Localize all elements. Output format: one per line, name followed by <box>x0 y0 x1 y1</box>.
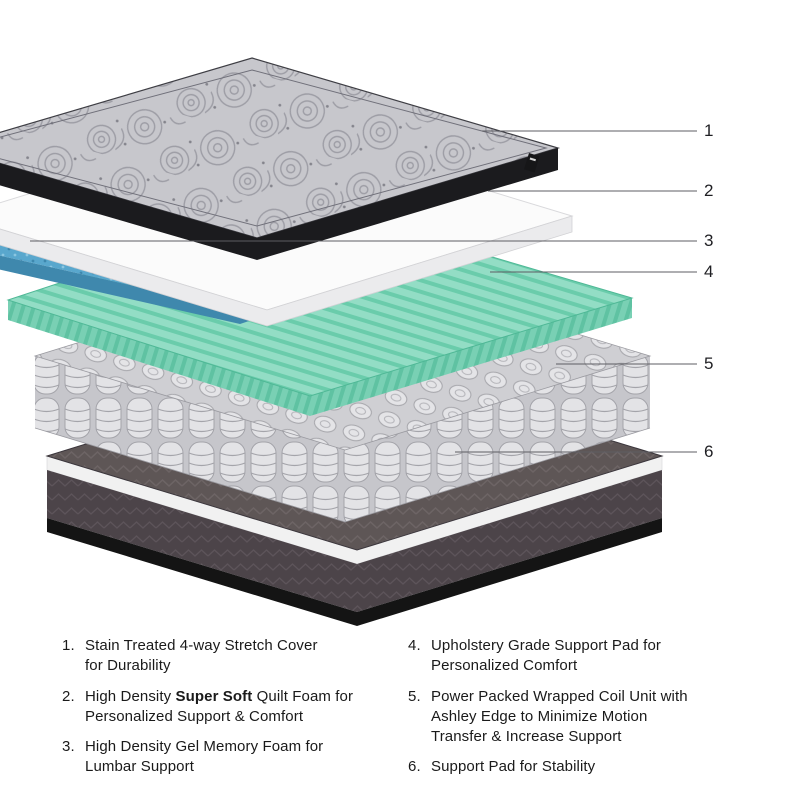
legend-item-3: 3. High Density Gel Memory Foam for Lumb… <box>62 737 392 778</box>
legend: 1. Stain Treated 4-way Stretch Cover for… <box>0 636 800 796</box>
legend-item-1: 1. Stain Treated 4-way Stretch Cover for… <box>62 636 392 677</box>
legend-item-2-number: 2. <box>62 687 75 705</box>
legend-item-4-text: Upholstery Grade Support Pad for Persona… <box>431 637 661 675</box>
legend-item-4-number: 4. <box>408 637 421 654</box>
legend-item-4: 4. Upholstery Grade Support Pad for Pers… <box>408 636 738 677</box>
legend-column-right: 4. Upholstery Grade Support Pad for Pers… <box>408 636 738 778</box>
callout-number-3: 3 <box>704 231 714 250</box>
legend-item-3-number: 3. <box>62 738 75 755</box>
legend-item-6: 6. Support Pad for Stability <box>408 757 738 777</box>
legend-item-5: 5. Power Packed Wrapped Coil Unit with A… <box>408 687 738 748</box>
callout-lines <box>30 130 697 453</box>
legend-item-3-text: High Density Gel Memory Foam for Lumbar … <box>85 738 324 776</box>
legend-item-2: 2. High Density Super Soft Quilt Foam fo… <box>62 687 392 728</box>
legend-item-5-text: Power Packed Wrapped Coil Unit with Ashl… <box>431 687 688 746</box>
legend-item-5-number: 5. <box>408 687 421 705</box>
legend-column-left: 1. Stain Treated 4-way Stretch Cover for… <box>62 636 392 778</box>
callout-number-4: 4 <box>704 262 714 281</box>
callout-number-6: 6 <box>704 442 714 461</box>
legend-item-1-text: Stain Treated 4-way Stretch Cover for Du… <box>85 637 318 675</box>
mattress-tag <box>524 153 540 173</box>
legend-item-2-text: High Density Super Soft Quilt Foam for P… <box>85 687 354 725</box>
callout-number-2: 2 <box>704 181 714 200</box>
callout-number-1: 1 <box>704 121 714 140</box>
legend-item-6-text: Support Pad for Stability <box>431 758 596 776</box>
legend-item-6-number: 6. <box>408 758 421 776</box>
stretch-cover-layer <box>0 57 561 260</box>
legend-item-1-number: 1. <box>62 637 75 654</box>
callout-number-5: 5 <box>704 354 714 373</box>
